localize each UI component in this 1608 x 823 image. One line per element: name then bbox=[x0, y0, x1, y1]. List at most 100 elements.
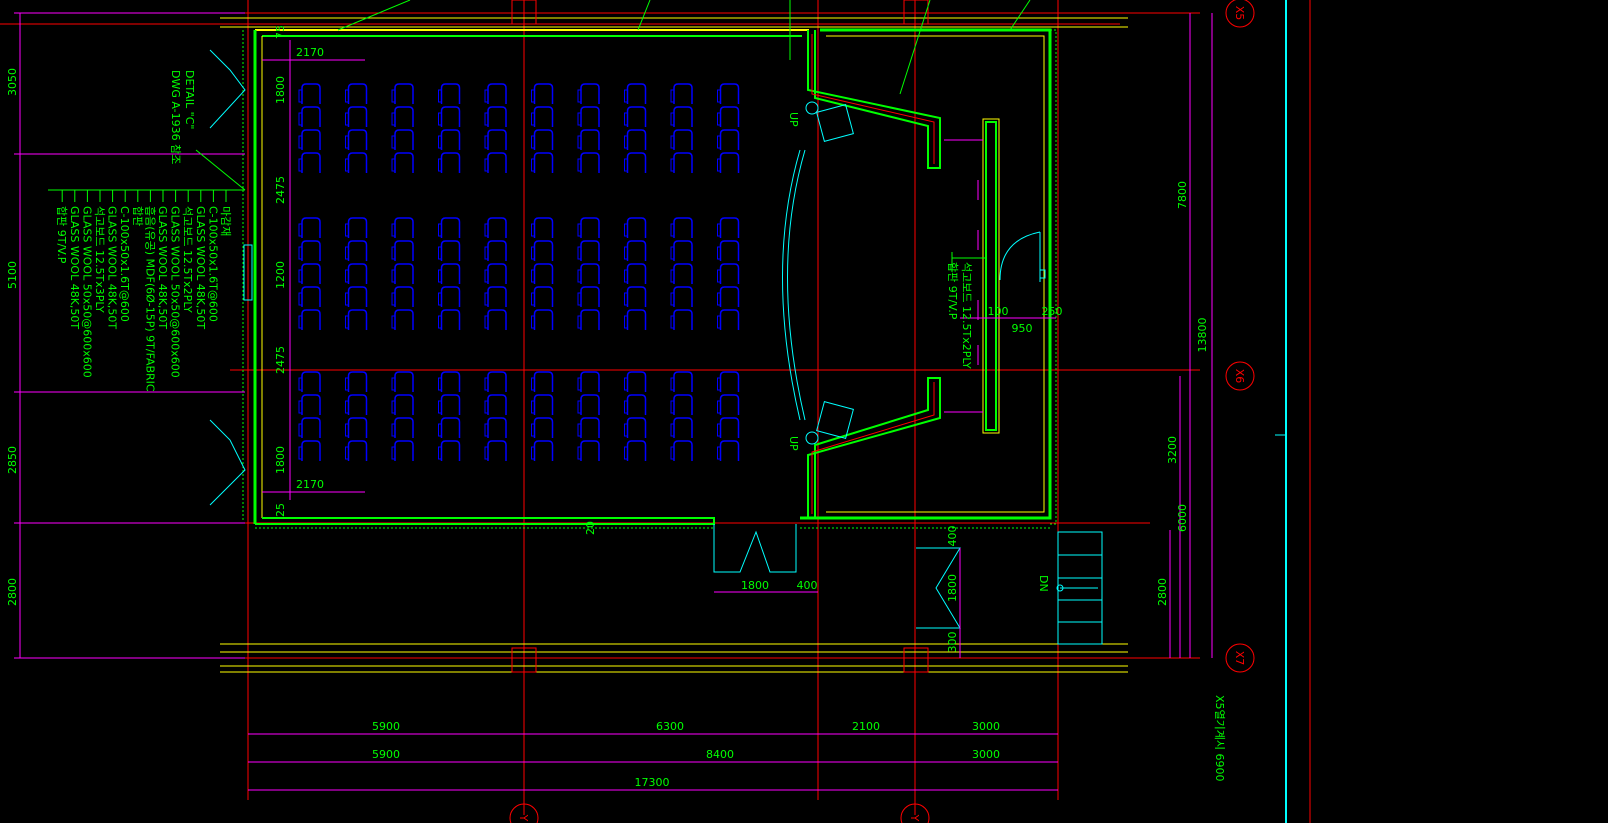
seat bbox=[347, 394, 368, 415]
seat bbox=[580, 263, 600, 284]
seat bbox=[487, 152, 507, 173]
seat-armrest bbox=[391, 315, 396, 329]
wall-legend-item: C-100x50x1.6T@600 bbox=[118, 206, 131, 322]
wall-legend-item: GLASS WOOL 50x50@600x600 bbox=[80, 206, 93, 378]
seat bbox=[580, 152, 600, 173]
seat bbox=[487, 106, 507, 127]
seat-armrest bbox=[531, 269, 535, 283]
seat bbox=[673, 217, 693, 238]
seat bbox=[301, 371, 321, 392]
corridor-dim-3: 300 bbox=[946, 632, 959, 653]
seat bbox=[719, 217, 740, 238]
doors bbox=[209, 49, 1041, 629]
seat-armrest bbox=[345, 315, 349, 329]
seat-armrest bbox=[345, 423, 349, 437]
seat bbox=[394, 394, 414, 415]
seat-armrest bbox=[531, 315, 535, 329]
left-dim-2: 5100 bbox=[6, 261, 19, 289]
seat bbox=[580, 217, 600, 238]
bottom-dim-2-2: 8400 bbox=[706, 748, 734, 761]
exit-stair bbox=[1056, 531, 1103, 645]
seat-armrest bbox=[484, 112, 489, 126]
seat bbox=[440, 263, 461, 284]
seat-armrest bbox=[391, 112, 396, 126]
seat-armrest bbox=[717, 292, 721, 306]
grid-bubble-x7: X7 bbox=[1225, 643, 1255, 673]
seat-armrest bbox=[577, 269, 582, 283]
seat-armrest bbox=[670, 246, 675, 260]
seat-armrest bbox=[484, 135, 489, 149]
seat-armrest bbox=[670, 446, 675, 460]
stage bbox=[944, 118, 1000, 434]
seat bbox=[673, 106, 693, 127]
seat-armrest bbox=[484, 89, 489, 103]
seat-armrest bbox=[298, 423, 303, 437]
seat-armrest bbox=[391, 269, 396, 283]
seat-armrest bbox=[391, 158, 396, 172]
seat-dim-4: 2475 bbox=[274, 346, 287, 374]
seat-armrest bbox=[577, 112, 582, 126]
seat-armrest bbox=[391, 377, 396, 391]
seat bbox=[301, 129, 321, 150]
seat bbox=[580, 129, 600, 150]
seat-armrest bbox=[670, 158, 675, 172]
seat-armrest bbox=[577, 423, 582, 437]
grid-bubble-y-right: Y bbox=[900, 803, 930, 823]
seat-armrest bbox=[438, 400, 442, 414]
seat bbox=[533, 263, 554, 284]
seat bbox=[440, 152, 461, 173]
seat bbox=[580, 83, 600, 104]
aisle-dim-top: 2170 bbox=[296, 46, 324, 59]
seat bbox=[673, 263, 693, 284]
wall-legend-item: C-100x50x1.6T@600 bbox=[206, 206, 219, 322]
seat bbox=[440, 309, 461, 330]
seat-armrest bbox=[717, 423, 721, 437]
seat-armrest bbox=[670, 135, 675, 149]
seat bbox=[347, 417, 368, 438]
seat-armrest bbox=[345, 377, 349, 391]
seat bbox=[394, 417, 414, 438]
wall-legend-item: 마감재 bbox=[219, 206, 232, 236]
seat bbox=[440, 371, 461, 392]
small-dim-1: 75 bbox=[274, 25, 287, 39]
seat bbox=[626, 371, 647, 392]
seat bbox=[487, 394, 507, 415]
seat bbox=[580, 440, 600, 461]
seat-armrest bbox=[577, 89, 582, 103]
stage-stairs bbox=[805, 101, 854, 445]
corridor-walls bbox=[220, 17, 1128, 673]
svg-text:X6: X6 bbox=[1233, 369, 1246, 384]
seat bbox=[487, 129, 507, 150]
up-label-bottom: UP bbox=[787, 436, 800, 451]
seat bbox=[301, 286, 321, 307]
seat bbox=[626, 394, 647, 415]
seat bbox=[533, 129, 554, 150]
wall-legend-item: GLASS WOOL 48K,50T bbox=[156, 206, 169, 329]
seat-armrest bbox=[670, 89, 675, 103]
seat bbox=[626, 106, 647, 127]
detail-ref-2: DWG A-1936 참조 bbox=[169, 70, 182, 164]
seat-armrest bbox=[391, 400, 396, 414]
seating-area bbox=[298, 83, 740, 461]
seat bbox=[394, 217, 414, 238]
seat-armrest bbox=[624, 158, 628, 172]
seat-armrest bbox=[438, 89, 442, 103]
seat bbox=[719, 371, 740, 392]
wall-legend-item: 흡음(유공) MDF(6Ø-15P) 9T/FABRIC bbox=[143, 206, 157, 392]
left-dim-4: 2800 bbox=[6, 578, 19, 606]
right-dim-lower-c: 2800 bbox=[1156, 578, 1169, 606]
seat bbox=[673, 83, 693, 104]
seat-armrest bbox=[438, 446, 442, 460]
seat-armrest bbox=[391, 246, 396, 260]
up-label-top: UP bbox=[787, 112, 800, 127]
seat-armrest bbox=[624, 446, 628, 460]
seat bbox=[673, 286, 693, 307]
seat bbox=[487, 371, 507, 392]
seat bbox=[673, 309, 693, 330]
seat-armrest bbox=[298, 446, 303, 460]
seat-armrest bbox=[438, 315, 442, 329]
wall-legend-item: 석고보드 12.5Tx3PLY bbox=[93, 206, 106, 313]
corridor-dim-2: 1800 bbox=[946, 574, 959, 602]
seat-armrest bbox=[484, 315, 489, 329]
